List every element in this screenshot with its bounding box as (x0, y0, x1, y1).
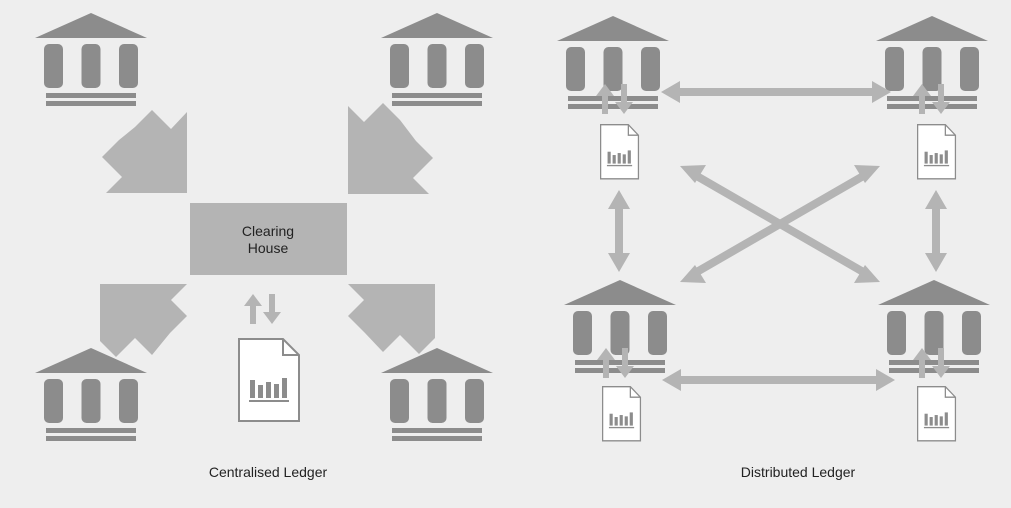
double-arrow-icon (608, 190, 630, 272)
arrow-icon (348, 103, 433, 194)
bank-icon (35, 348, 147, 441)
exchange-arrows-icon (244, 294, 281, 324)
distributed-ledger-caption: Distributed Ledger (741, 464, 856, 480)
double-arrow-icon (661, 81, 891, 103)
arrow-icon (102, 110, 187, 193)
bank-icon (35, 13, 147, 106)
ledger-document-icon (238, 338, 300, 422)
bank-icon (564, 280, 676, 373)
ledger-document-icon (601, 386, 642, 442)
ledger-document-icon (916, 124, 957, 180)
centralised-ledger-panel: Clearing House Centralised Ledger (35, 13, 493, 480)
clearing-house-box (190, 203, 347, 275)
double-arrow-icon (680, 165, 880, 283)
clearing-house-label: House (248, 240, 289, 256)
ledger-document-icon (599, 124, 640, 180)
arrow-icon (100, 284, 187, 357)
bank-icon (381, 13, 493, 106)
centralised-ledger-caption: Centralised Ledger (209, 464, 328, 480)
bank-icon (381, 348, 493, 441)
bank-icon (878, 280, 990, 373)
double-arrow-icon (662, 369, 895, 391)
bank-icon (876, 16, 988, 109)
ledger-document-icon (916, 386, 957, 442)
double-arrow-icon (925, 190, 947, 272)
distributed-ledger-panel: Distributed Ledger (557, 16, 990, 480)
clearing-house-label: Clearing (242, 223, 294, 239)
arrow-icon (348, 284, 435, 354)
